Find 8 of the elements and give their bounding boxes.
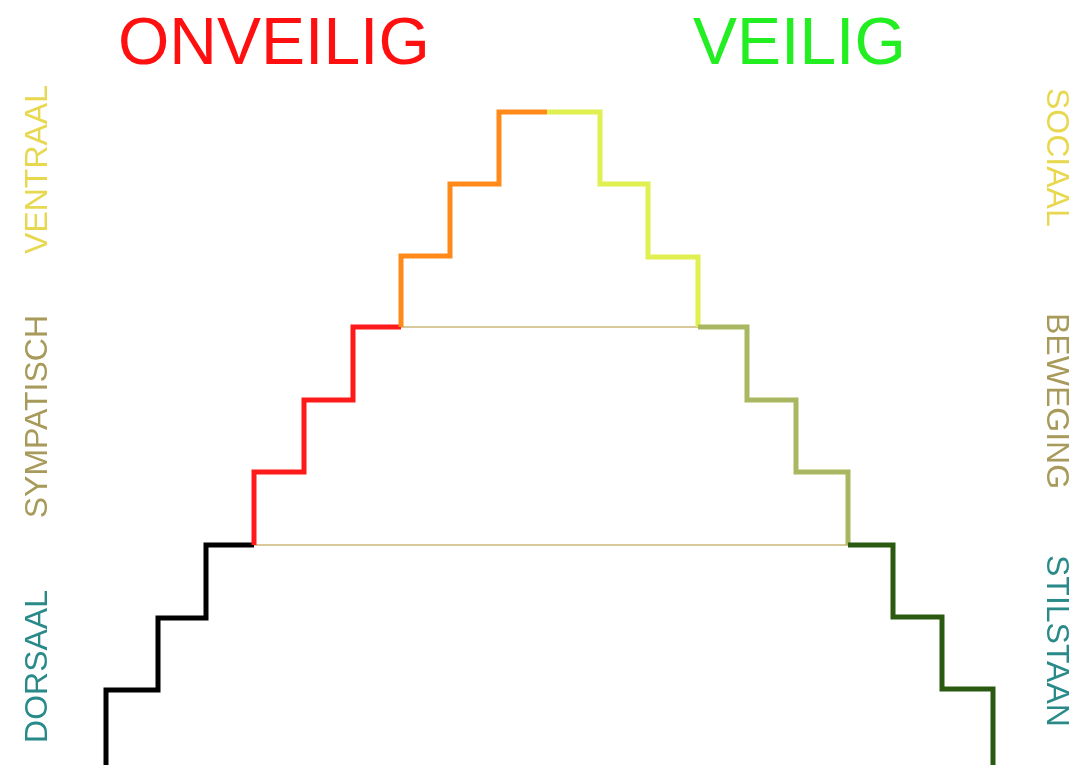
axis-label: SOCIAAL bbox=[1042, 88, 1074, 227]
axis-label: DORSAAL bbox=[20, 590, 52, 743]
axis-label: SYMPATISCH bbox=[20, 315, 52, 519]
heading: ONVEILIG bbox=[118, 8, 430, 74]
axis-label: BEWEGING bbox=[1042, 313, 1074, 489]
axis-label: STILSTAAN bbox=[1042, 555, 1074, 727]
heading: VEILIG bbox=[693, 8, 906, 74]
axis-label: VENTRAAL bbox=[20, 85, 52, 254]
